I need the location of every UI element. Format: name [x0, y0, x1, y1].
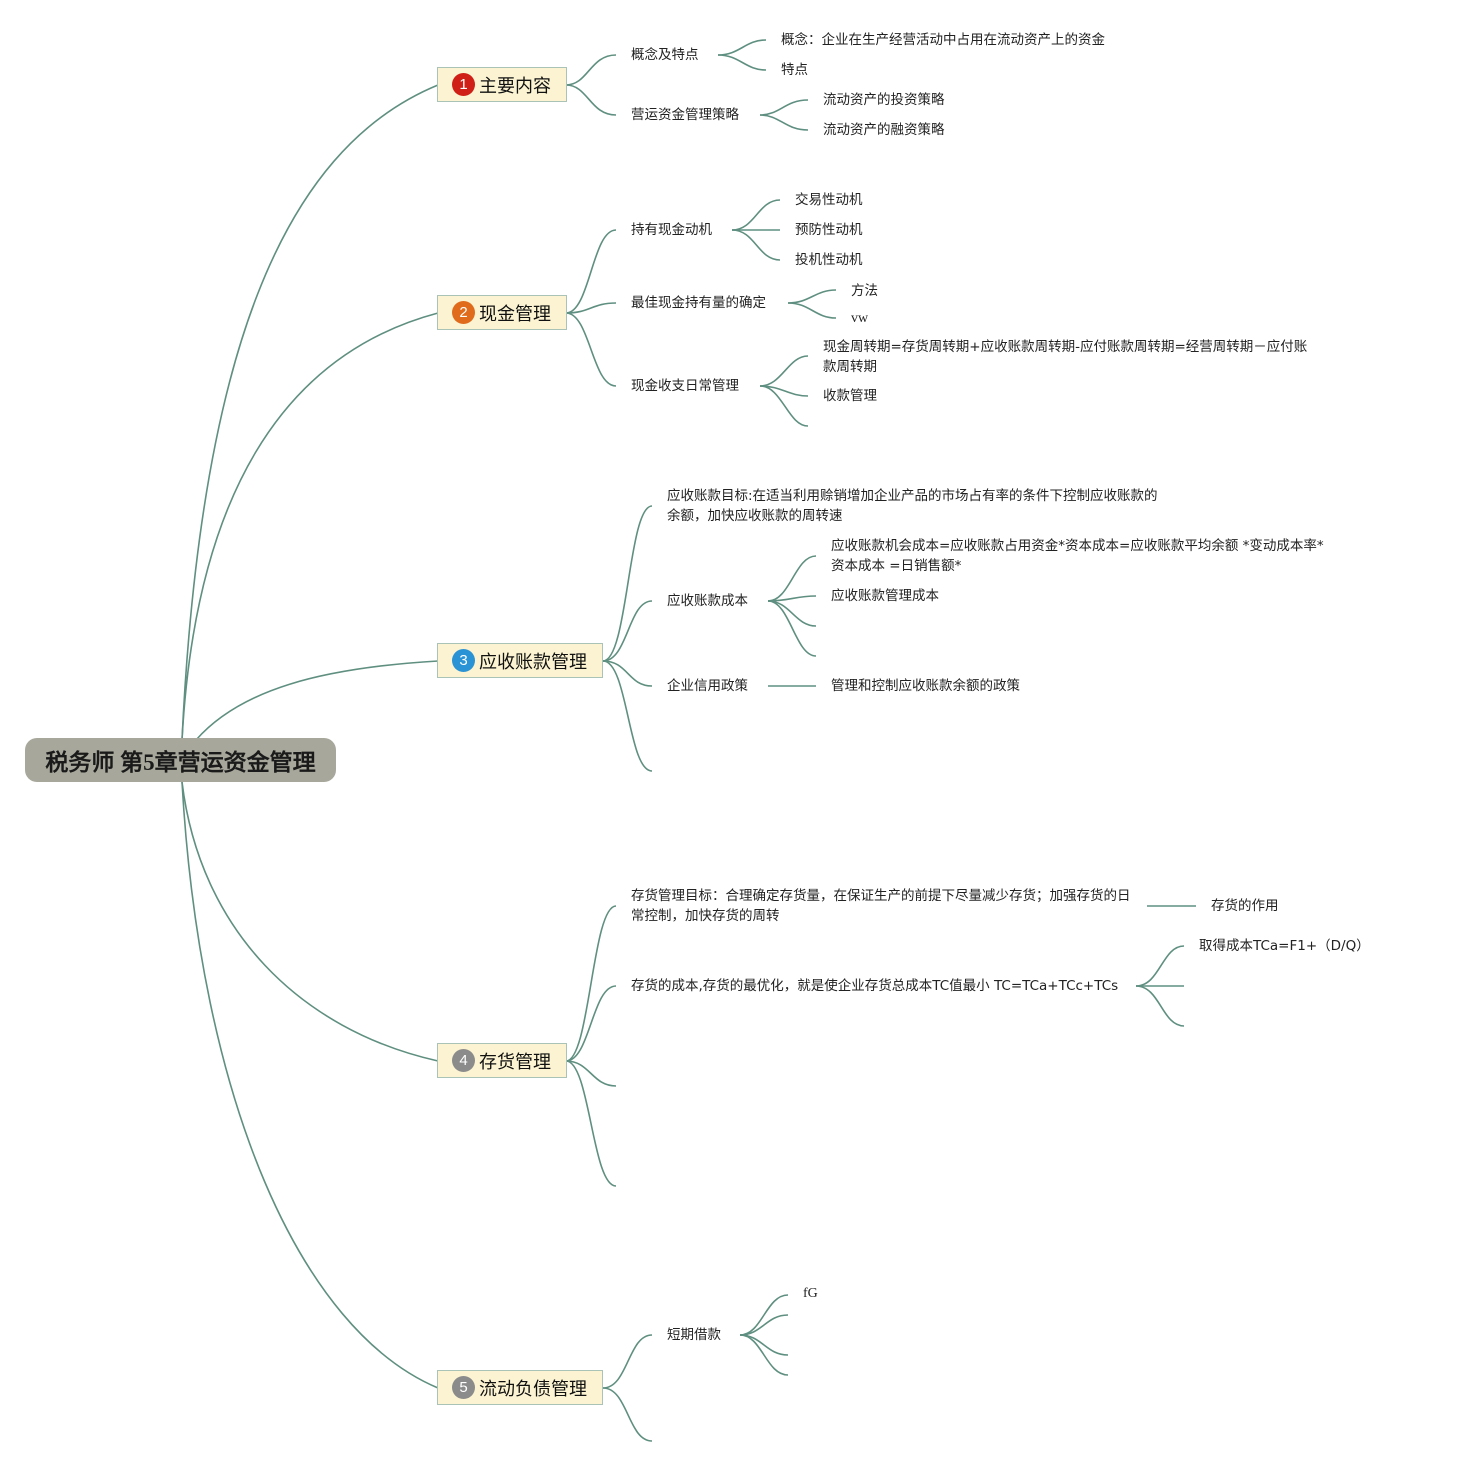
- number-3-badge-icon: 3: [452, 649, 475, 672]
- number-4-badge-icon: 4: [452, 1049, 475, 1072]
- topic-ar-cost[interactable]: 应收账款成本: [667, 593, 748, 609]
- topic-acquisition-cost[interactable]: 取得成本TCa=F1+（D/Q）: [1199, 938, 1370, 954]
- topic-method[interactable]: 方法: [851, 283, 878, 299]
- topic-optimal-cash[interactable]: 最佳现金持有量的确定: [631, 295, 766, 311]
- branch-label: 主要内容: [479, 75, 551, 97]
- topic-vw[interactable]: vw: [851, 311, 869, 326]
- topic-inventory-cost[interactable]: 存货的成本,存货的最优化，就是使企业存货总成本TC值最小 TC=TCa+TCc+…: [631, 978, 1119, 994]
- number-1-badge-icon: 1: [452, 73, 475, 96]
- topic-credit-policy-definition[interactable]: 管理和控制应收账款余额的政策: [831, 678, 1020, 694]
- topic-inventory-role[interactable]: 存货的作用: [1211, 898, 1279, 914]
- branch-label: 现金管理: [479, 303, 551, 325]
- topic-concept-features[interactable]: 概念及特点: [631, 47, 699, 63]
- topic-inventory-goal[interactable]: 存货管理目标：合理确定存货量，在保证生产的前提下尽量减少存货；加强存货的日常控制…: [631, 888, 1131, 924]
- number-2-badge-icon: 2: [452, 301, 475, 324]
- branch-cash-management[interactable]: 2 现金管理: [437, 295, 567, 330]
- branch-label: 应收账款管理: [479, 651, 587, 673]
- topic-ar-mgmt-cost[interactable]: 应收账款管理成本: [831, 588, 939, 604]
- topic-credit-policy[interactable]: 企业信用政策: [667, 678, 748, 694]
- topic-cash-motive[interactable]: 持有现金动机: [631, 222, 712, 238]
- topic-precaution-motive[interactable]: 预防性动机: [795, 222, 863, 238]
- branch-current-liabilities[interactable]: 5 流动负债管理: [437, 1370, 603, 1405]
- topic-strategy[interactable]: 营运资金管理策略: [631, 107, 739, 123]
- topic-cash-daily[interactable]: 现金收支日常管理: [631, 378, 739, 394]
- topic-fg[interactable]: fG: [803, 1286, 818, 1301]
- branch-receivables-management[interactable]: 3 应收账款管理: [437, 643, 603, 678]
- branch-label: 存货管理: [479, 1051, 551, 1073]
- number-5-badge-icon: 5: [452, 1376, 475, 1399]
- topic-concept-definition[interactable]: 概念：企业在生产经营活动中占用在流动资产上的资金: [781, 32, 1105, 48]
- branch-main-content[interactable]: 1 主要内容: [437, 67, 567, 102]
- topic-collection[interactable]: 收款管理: [823, 388, 877, 404]
- topic-cash-cycle[interactable]: 现金周转期=存货周转期+应收账款周转期-应付账款周转期=经营周转期－应付账款周转…: [823, 339, 1308, 375]
- topic-ar-goal[interactable]: 应收账款目标:在适当利用赊销增加企业产品的市场占有率的条件下控制应收账款的余额，…: [667, 488, 1158, 524]
- topic-transaction-motive[interactable]: 交易性动机: [795, 192, 863, 208]
- topic-features[interactable]: 特点: [781, 62, 808, 78]
- topic-speculative-motive[interactable]: 投机性动机: [795, 252, 863, 268]
- topic-finance-strategy[interactable]: 流动资产的融资策略: [823, 122, 945, 138]
- topic-ar-opportunity-cost[interactable]: 应收账款机会成本=应收账款占用资金*资本成本=应收账款平均余额 *变动成本率*资…: [831, 538, 1324, 574]
- branch-inventory-management[interactable]: 4 存货管理: [437, 1043, 567, 1078]
- topic-short-term-loan[interactable]: 短期借款: [667, 1327, 721, 1343]
- root-topic[interactable]: 税务师 第5章营运资金管理: [25, 738, 336, 782]
- branch-label: 流动负债管理: [479, 1378, 587, 1400]
- topic-invest-strategy[interactable]: 流动资产的投资策略: [823, 92, 945, 108]
